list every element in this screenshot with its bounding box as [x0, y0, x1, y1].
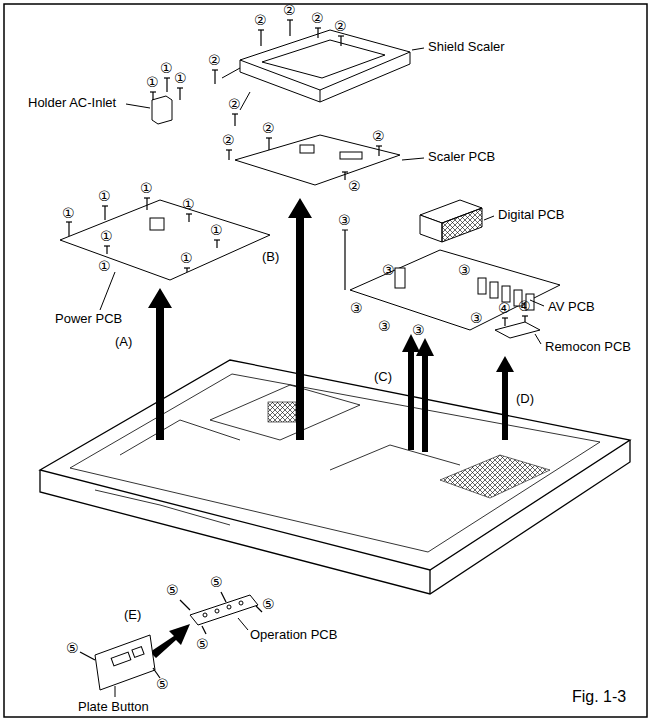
callout-number: ③	[382, 262, 395, 278]
callout-number: ②	[283, 2, 296, 18]
arrow-label: (A)	[115, 335, 132, 350]
callout-number: ①	[146, 74, 159, 90]
part-name: Scaler PCB	[428, 150, 495, 165]
callout-number: ②	[222, 132, 235, 148]
callout-number: ①	[98, 188, 111, 204]
callout-number: ①	[140, 180, 153, 196]
callout-number: ⑤	[262, 596, 275, 612]
callout-number: ②	[262, 120, 275, 136]
callout-number: ⑤	[210, 574, 223, 590]
callout-number: ④	[518, 298, 531, 314]
arrow-label: (D)	[516, 392, 534, 407]
part-name: Plate Button	[78, 700, 149, 715]
callout-number: ④	[498, 300, 511, 316]
part-name: Power PCB	[55, 312, 122, 327]
callout-number: ②	[208, 52, 221, 68]
callout-number: ③	[378, 318, 391, 334]
callout-number: ①	[98, 258, 111, 274]
callout-number: ②	[372, 128, 385, 144]
part-name: AV PCB	[548, 300, 595, 315]
callout-number: ③	[350, 300, 363, 316]
callout-number: ③	[458, 262, 471, 278]
callout-number: ①	[62, 205, 75, 221]
callout-number: ①	[174, 70, 187, 86]
callout-number: ②	[348, 178, 361, 194]
callout-number: ③	[412, 322, 425, 338]
callout-number: ①	[160, 60, 173, 76]
callout-number: ⑤	[166, 582, 179, 598]
part-name: Digital PCB	[498, 208, 564, 223]
part-name: Operation PCB	[250, 628, 337, 643]
callout-number: ②	[334, 18, 347, 34]
callout-number: ⑤	[196, 636, 209, 652]
arrow-label: (E)	[124, 608, 141, 623]
callout-number: ②	[228, 96, 241, 112]
callout-number: ②	[311, 10, 324, 26]
part-name: Remocon PCB	[545, 340, 631, 355]
callout-number: ⑤	[156, 676, 169, 692]
arrow-label: (B)	[262, 250, 279, 265]
callout-number: ①	[210, 222, 223, 238]
figure-caption: Fig. 1-3	[572, 688, 626, 706]
callout-number: ⑤	[66, 640, 79, 656]
arrow-label: (C)	[374, 370, 392, 385]
part-name: Shield Scaler	[428, 40, 505, 55]
callout-number: ②	[254, 12, 267, 28]
part-name: Holder AC-Inlet	[28, 96, 116, 111]
callout-number: ①	[100, 228, 113, 244]
callout-number: ③	[338, 212, 351, 228]
callout-number: ③	[470, 310, 483, 326]
callout-number: ①	[182, 196, 195, 212]
callout-number: ①	[180, 250, 193, 266]
